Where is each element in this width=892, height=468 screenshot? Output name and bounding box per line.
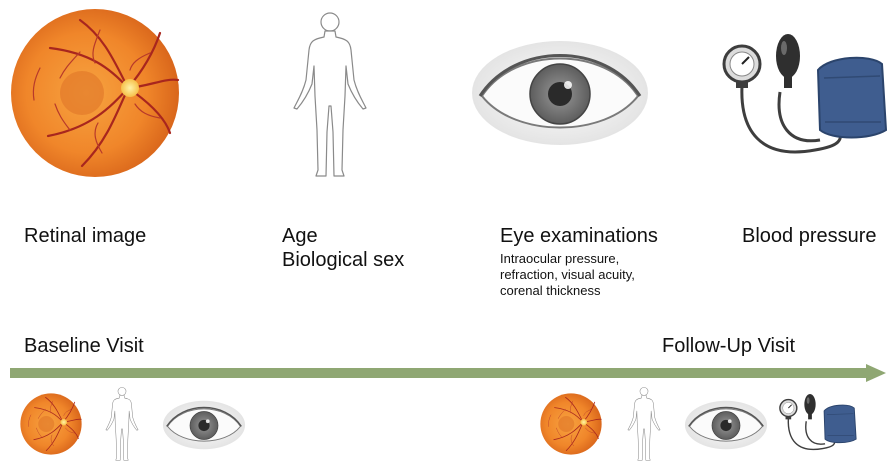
follow-up-visit-label: Follow-Up Visit	[662, 334, 795, 358]
baseline-visit-label: Baseline Visit	[24, 334, 144, 358]
baseline-retina-icon	[20, 393, 82, 455]
biological-sex-label: Biological sex	[282, 248, 404, 272]
blood-pressure-cuff-icon	[720, 30, 890, 170]
eye-icon	[470, 38, 650, 148]
blood-pressure-label: Blood pressure	[742, 224, 877, 248]
human-body-outline-icon	[290, 10, 370, 180]
followup-blood-pressure-icon	[778, 392, 858, 458]
eye-examinations-details: Intraocular pressure, refraction, visual…	[500, 251, 635, 299]
baseline-body-icon	[104, 386, 140, 462]
eye-examinations-label: Eye examinations	[500, 224, 658, 248]
followup-eye-icon	[684, 399, 768, 451]
age-sex-label: Age Biological sex	[282, 224, 404, 272]
retina-fundus-icon	[10, 8, 180, 178]
age-label: Age	[282, 224, 404, 248]
timeline-arrow	[10, 364, 886, 382]
followup-retina-icon	[540, 393, 602, 455]
retinal-image-label: Retinal image	[24, 224, 146, 248]
baseline-eye-icon	[162, 399, 246, 451]
followup-body-icon	[626, 386, 662, 462]
